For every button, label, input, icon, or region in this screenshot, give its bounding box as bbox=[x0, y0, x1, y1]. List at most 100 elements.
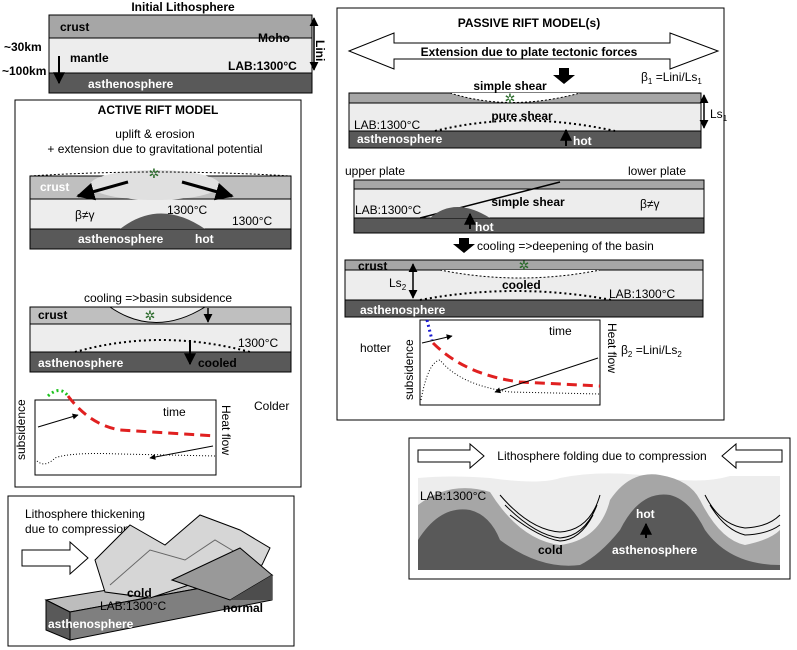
passive-frame bbox=[336, 7, 725, 421]
active-colder-label: Colder bbox=[254, 399, 289, 413]
beta1-symbol: β bbox=[641, 70, 648, 84]
active-graph-frame bbox=[34, 399, 217, 476]
p2-beta-label: β≠γ bbox=[640, 197, 660, 211]
active2-lab-dots bbox=[74, 339, 251, 353]
folding-right-arrow bbox=[417, 442, 485, 470]
active2-temp-label: 1300°C bbox=[238, 336, 278, 350]
thickening-lab-label: LAB:1300°C bbox=[100, 599, 167, 613]
active-graph-heatflow: Heat flow bbox=[219, 405, 233, 455]
passive-graph-blue-curve bbox=[425, 319, 434, 341]
thickening-compression-arrow bbox=[21, 540, 89, 576]
p3-lab-label: LAB:1300°C bbox=[609, 287, 676, 301]
active-graph-subsidence: subsidence bbox=[14, 399, 28, 460]
initial-asthenosphere-layer bbox=[48, 72, 313, 94]
p2-lower-plate: lower plate bbox=[628, 164, 686, 178]
passive-beta1: β1 =Lini/Ls1 bbox=[641, 70, 702, 86]
beta2-formula: =Lini/Ls bbox=[632, 343, 677, 357]
thickening-asthenosphere-label: asthenosphere bbox=[48, 617, 134, 631]
passive-simple-shear-label: simple shear bbox=[473, 79, 547, 93]
passive-graph-arrow-down bbox=[494, 357, 599, 394]
p1-star-icon: ✲ bbox=[505, 91, 516, 106]
thickening-title-2: due to compression bbox=[25, 522, 130, 536]
passive-hotter-label: hotter bbox=[360, 341, 391, 355]
thickening-cold-label: cold bbox=[127, 586, 152, 600]
ls2-label: Ls2 bbox=[389, 276, 407, 292]
beta1-subscript2: 1 bbox=[697, 77, 702, 86]
initial-mantle-label: mantle bbox=[70, 51, 109, 65]
folding-frame bbox=[408, 437, 791, 580]
active-asthenosphere-bulge bbox=[120, 213, 205, 229]
p2-hot-label: hot bbox=[475, 220, 494, 234]
active-graph-subsidence-curve bbox=[36, 453, 217, 465]
active-basin-star-icon: ✲ bbox=[149, 166, 160, 181]
p3-basin bbox=[439, 269, 601, 279]
folding-cold-label: cold bbox=[538, 543, 563, 557]
p2-mantle-layer bbox=[353, 188, 705, 219]
active-uplift-dome bbox=[90, 170, 220, 200]
active-frame bbox=[14, 99, 302, 488]
depth-30-label: ~30km bbox=[4, 40, 42, 54]
initial-moho-label: Moho bbox=[258, 31, 290, 45]
folding-syncline-lines-2 bbox=[704, 494, 781, 536]
beta1-subscript: 1 bbox=[648, 77, 653, 86]
active-temp-right: 1300°C bbox=[232, 214, 272, 228]
initial-mantle-layer bbox=[48, 37, 313, 74]
active-graph-arrow-down bbox=[149, 445, 214, 460]
folding-lab-label: LAB:1300°C bbox=[420, 489, 487, 503]
thickening-normal-label: normal bbox=[223, 601, 263, 615]
beta2-subscript2: 2 bbox=[677, 350, 682, 359]
p1-hot-label: hot bbox=[573, 134, 592, 148]
p2-cooling-label: cooling =>deepening of the basin bbox=[477, 239, 654, 253]
ls2-symbol: Ls bbox=[389, 276, 402, 290]
thickening-dark-root bbox=[230, 575, 272, 600]
ls2-subscript: 2 bbox=[402, 283, 407, 292]
active-cooling-label: cooling =>basin subsidence bbox=[84, 291, 232, 305]
p2-simple-shear-label: simple shear bbox=[491, 195, 565, 209]
p2-upper-plate: upper plate bbox=[345, 164, 405, 178]
active-graph-red-curve bbox=[66, 395, 217, 438]
p3-crust-label: crust bbox=[358, 259, 387, 273]
passive-graph-arrow-up bbox=[421, 334, 453, 344]
beta2-subscript: 2 bbox=[628, 350, 633, 359]
active2-basin bbox=[108, 306, 207, 323]
active-temp-center: 1300°C bbox=[167, 203, 207, 217]
p1-mantle-layer bbox=[348, 102, 702, 132]
ls1-label: Ls1 bbox=[710, 107, 728, 123]
ls1-subscript: 1 bbox=[723, 114, 728, 123]
p1-basin bbox=[449, 92, 581, 103]
p2-crust-layer bbox=[353, 179, 705, 190]
p1-asthenosphere-layer bbox=[348, 130, 702, 149]
initial-crust-label: crust bbox=[60, 20, 89, 34]
active-right-extension-arrow bbox=[181, 180, 234, 201]
folding-title: Lithosphere folding due to compression bbox=[497, 449, 706, 463]
depth-100-label: ~100km bbox=[2, 64, 46, 78]
p1-lab-dots bbox=[434, 119, 616, 132]
active-line1: uplift & erosion bbox=[115, 127, 194, 141]
passive-graph-heatflow: Heat flow bbox=[605, 323, 619, 373]
extension-double-arrow bbox=[347, 32, 720, 70]
p3-lab-dots bbox=[419, 290, 613, 301]
active-crust-label: crust bbox=[40, 180, 69, 194]
thickening-mountains bbox=[94, 514, 271, 599]
active2-basin-star-icon: ✲ bbox=[145, 308, 156, 323]
passive-graph-subsidence-curve bbox=[420, 359, 601, 401]
active-line2: + extension due to gravitational potenti… bbox=[47, 142, 262, 156]
ls1-symbol: Ls bbox=[710, 107, 723, 121]
p3-star-icon: ✲ bbox=[519, 258, 530, 273]
passive-graph-time: time bbox=[549, 324, 572, 338]
active-left-extension-arrow bbox=[76, 180, 129, 201]
p3-cooled-label: cooled bbox=[502, 278, 541, 292]
p1-asthenosphere-label: asthenosphere bbox=[357, 132, 443, 146]
initial-title: Initial Lithosphere bbox=[131, 0, 235, 14]
p1-lab-label: LAB:1300°C bbox=[354, 118, 421, 132]
passive-down-arrow-1 bbox=[553, 68, 575, 84]
folding-asthenosphere-layer bbox=[418, 494, 780, 570]
p3-asthenosphere-layer bbox=[344, 299, 704, 318]
thickening-ridge-lines bbox=[109, 539, 241, 586]
initial-asthenosphere-label: asthenosphere bbox=[88, 77, 174, 91]
active2-asthenosphere-layer bbox=[29, 351, 292, 373]
passive-graph-subsidence: subsidence bbox=[402, 339, 416, 400]
folding-syncline-lines-1 bbox=[499, 494, 601, 542]
active-beta-label: β≠γ bbox=[75, 208, 95, 222]
